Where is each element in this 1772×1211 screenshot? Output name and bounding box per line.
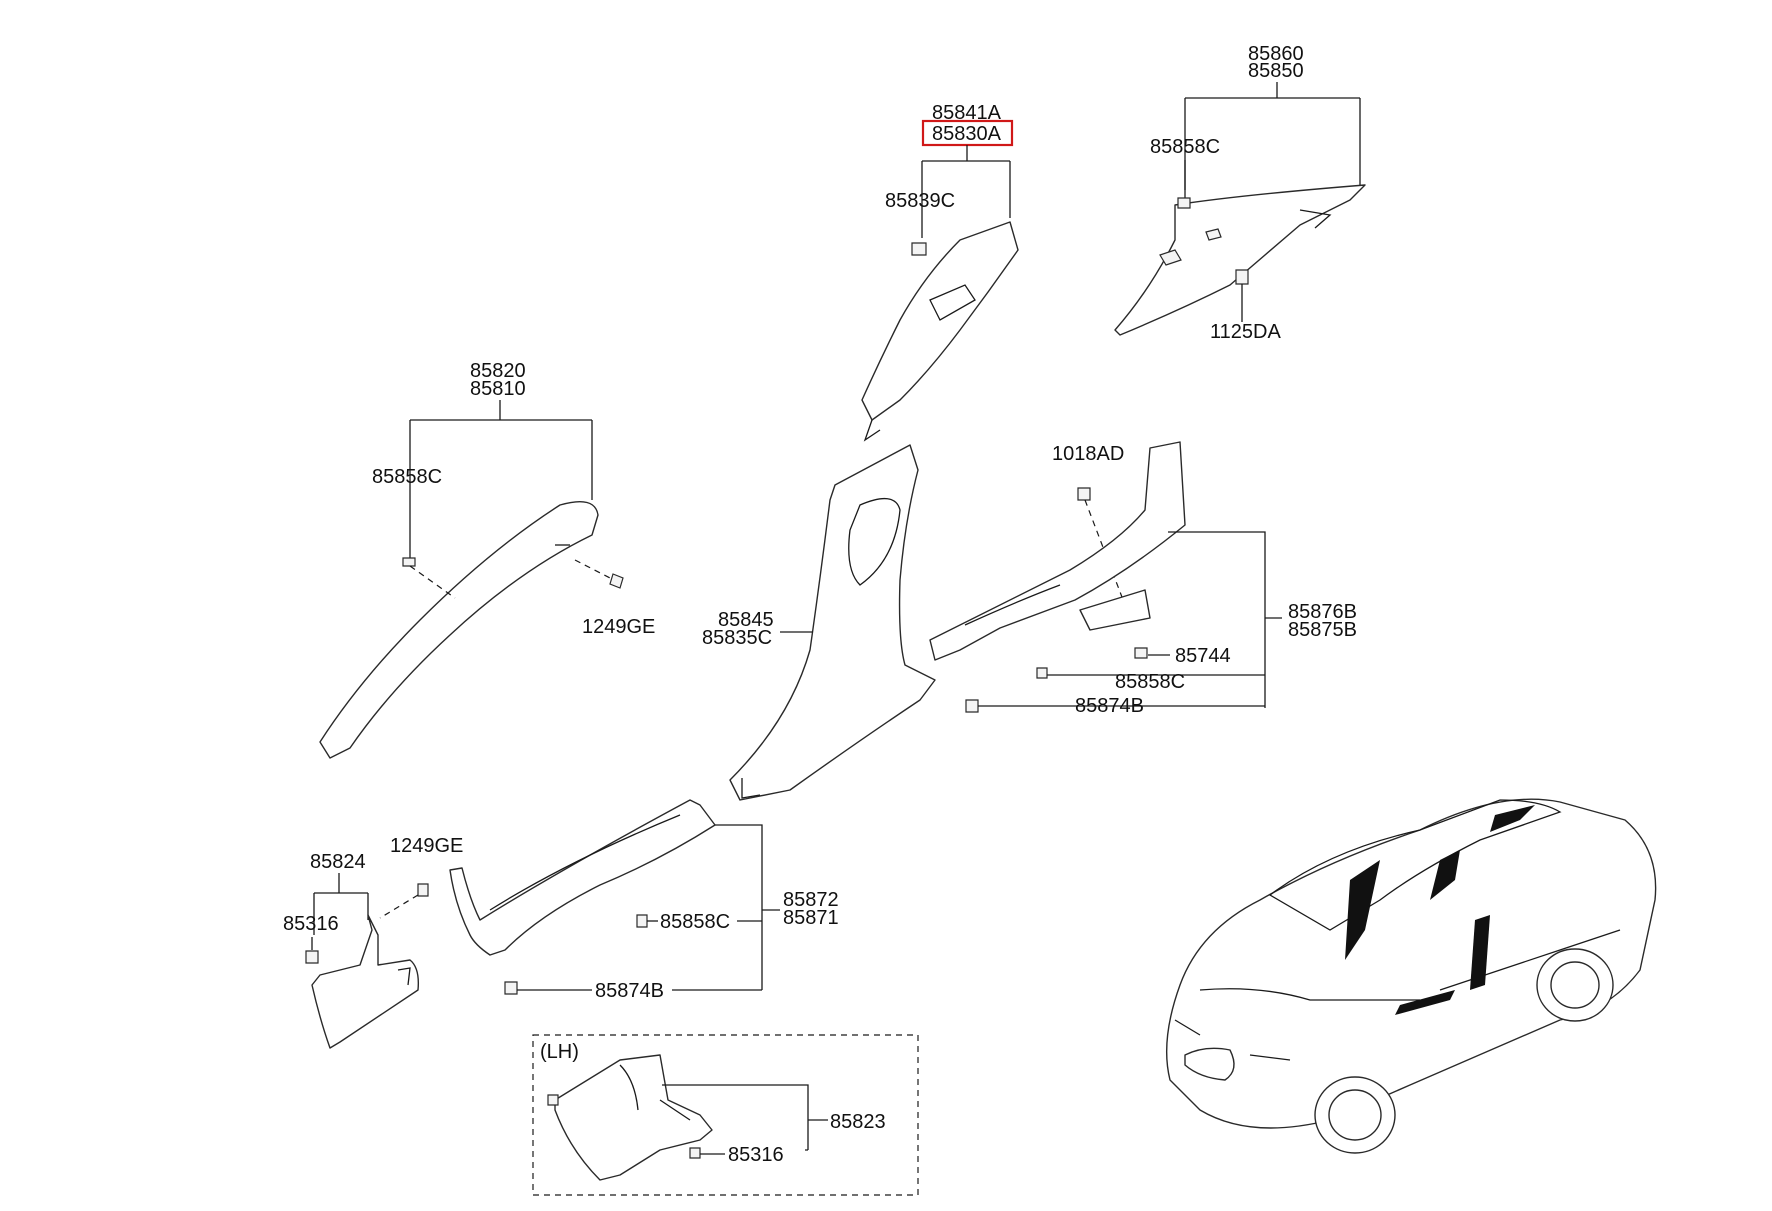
car-front-rim xyxy=(1328,1089,1382,1141)
clip-85858C-low xyxy=(636,914,648,928)
dash-1249GE-mid xyxy=(574,559,611,579)
label-1018AD[interactable]: 1018AD xyxy=(1052,443,1124,465)
label-85874B-right[interactable]: 85874B xyxy=(1075,695,1144,717)
rear-scuff-group: 1018AD 85876B 85875B 85744 85858C 85874B xyxy=(929,441,1357,717)
label-1249GE-low[interactable]: 1249GE xyxy=(390,835,463,857)
label-85860[interactable]: 85860 xyxy=(1248,43,1304,65)
label-85858C-left[interactable]: 85858C xyxy=(372,466,442,488)
label-85744[interactable]: 85744 xyxy=(1175,645,1231,667)
front-scuff-part[interactable] xyxy=(449,799,716,956)
clip-85858C-top xyxy=(1177,197,1191,209)
inset-clip-end xyxy=(547,1094,559,1106)
b-pillar-upper-group: 85841A 85830A 85839C xyxy=(861,102,1019,442)
label-85871[interactable]: 85871 xyxy=(783,907,839,929)
leader-85823 xyxy=(662,1084,828,1150)
kick-panel-group: 85824 1249GE 85316 xyxy=(283,835,463,1049)
label-85824[interactable]: 85824 xyxy=(310,851,366,873)
car-a-pillar-mark xyxy=(1345,860,1380,960)
kick-panel-part[interactable] xyxy=(311,914,420,1049)
label-85316-inset[interactable]: 85316 xyxy=(728,1144,784,1166)
label-85858C-right[interactable]: 85858C xyxy=(1115,671,1185,693)
inset-lh-group: (LH) 85823 85316 xyxy=(532,1034,919,1196)
screw-1125DA-head xyxy=(1235,269,1249,285)
label-1125DA[interactable]: 1125DA xyxy=(1210,321,1281,343)
b-pillar-lower-window xyxy=(848,498,901,586)
c-pillar-hole xyxy=(1205,228,1222,241)
dash-85858C-left xyxy=(409,565,456,599)
c-pillar-tab xyxy=(1159,249,1182,266)
clip-85874B-right xyxy=(965,699,979,713)
inset-kick-panel-detail xyxy=(619,1064,691,1121)
a-pillar-part[interactable] xyxy=(319,501,599,759)
b-pillar-lower-foot xyxy=(741,778,761,799)
screw-1249GE-low xyxy=(417,883,429,897)
kick-panel-tab xyxy=(397,967,411,986)
label-85820[interactable]: 85820 xyxy=(470,360,526,382)
label-85850[interactable]: 85850 xyxy=(1248,60,1304,82)
car-b-pillar-lower-mark xyxy=(1470,915,1490,990)
car-headlight xyxy=(1174,1019,1291,1061)
inset-kick-panel-part[interactable] xyxy=(554,1054,713,1181)
label-85845[interactable]: 85845 xyxy=(718,609,774,631)
label-85839C[interactable]: 85839C xyxy=(885,190,955,212)
clip-85316-left xyxy=(305,950,319,964)
car-illustration xyxy=(1166,798,1657,1154)
label-85875B[interactable]: 85875B xyxy=(1288,619,1357,641)
screw-1018AD xyxy=(1077,487,1091,501)
screw-1249GE-mid xyxy=(609,573,624,589)
label-85841A[interactable]: 85841A xyxy=(932,102,1002,124)
car-scuff-mark xyxy=(1395,990,1455,1015)
inset-lh-frame xyxy=(532,1034,919,1196)
inset-lh-title: (LH) xyxy=(540,1041,579,1063)
rear-scuff-bracket xyxy=(1079,589,1151,631)
c-pillar-trim-part[interactable] xyxy=(1114,184,1366,336)
inset-clip-85316 xyxy=(689,1147,701,1159)
car-grille xyxy=(1184,1047,1235,1081)
car-b-pillar-mark xyxy=(1430,850,1460,900)
leader-85316-inset xyxy=(700,1149,808,1155)
dash-1249GE-low xyxy=(379,894,419,919)
car-rear-rim xyxy=(1550,961,1600,1009)
car-c-pillar-mark xyxy=(1490,805,1535,832)
leader-85876B xyxy=(1168,531,1282,708)
b-pillar-lower-group: 85845 85835C xyxy=(702,444,936,801)
label-85835C[interactable]: 85835C xyxy=(702,627,772,649)
clip-85858C-left xyxy=(402,557,416,567)
a-pillar-group: 85820 85810 85858C 1249GE xyxy=(319,360,655,759)
label-85874B-low[interactable]: 85874B xyxy=(595,980,664,1002)
clip-85858C-right xyxy=(1036,667,1048,679)
label-85823[interactable]: 85823 xyxy=(830,1111,886,1133)
clip-85839C xyxy=(911,242,927,256)
front-scuff-groove xyxy=(489,814,681,911)
leader-85824 xyxy=(313,873,369,935)
label-85830A[interactable]: 85830A xyxy=(932,123,1002,145)
label-85810[interactable]: 85810 xyxy=(470,378,526,400)
label-85858C-top[interactable]: 85858C xyxy=(1150,136,1220,158)
label-1249GE-mid[interactable]: 1249GE xyxy=(582,616,655,638)
rear-scuff-part[interactable] xyxy=(929,441,1186,661)
front-scuff-group: 85872 85871 85858C 85874B xyxy=(449,799,839,1002)
label-85876B[interactable]: 85876B xyxy=(1288,601,1357,623)
label-85858C-low[interactable]: 85858C xyxy=(660,911,730,933)
car-roof xyxy=(1268,799,1562,931)
label-85316-left[interactable]: 85316 xyxy=(283,913,339,935)
leader-85860 xyxy=(1184,82,1361,190)
b-pillar-upper-slot xyxy=(929,284,976,321)
b-pillar-upper-part[interactable] xyxy=(861,221,1019,421)
leader-85830A xyxy=(921,145,1011,238)
label-85872[interactable]: 85872 xyxy=(783,889,839,911)
b-pillar-lower-part[interactable] xyxy=(729,444,936,801)
c-pillar-flange xyxy=(1299,209,1332,229)
leader-85820 xyxy=(409,400,593,560)
rear-scuff-groove xyxy=(964,584,1061,626)
b-pillar-upper-foot xyxy=(863,419,881,442)
clip-85744 xyxy=(1134,647,1148,659)
clip-85874B-low xyxy=(504,981,518,995)
c-pillar-trim-group: 85860 85850 85858C 1125DA xyxy=(1114,43,1366,343)
leader-85872 xyxy=(715,824,780,990)
